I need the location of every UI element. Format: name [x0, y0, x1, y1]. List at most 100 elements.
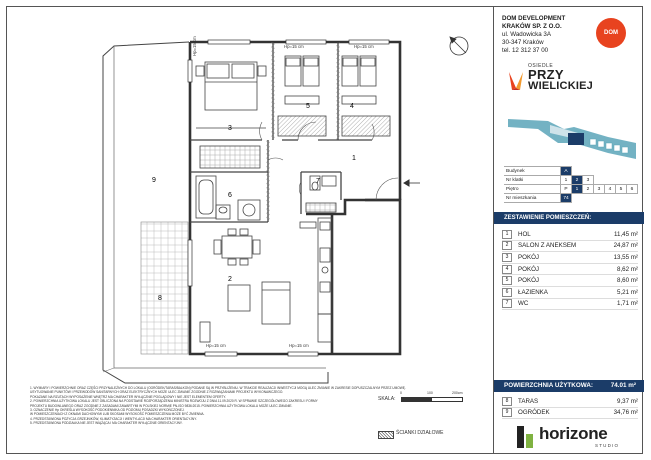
- svg-text:Hp=15 cm: Hp=15 cm: [192, 36, 197, 56]
- room-area: 34,76 m²: [613, 409, 638, 417]
- compass-icon: [449, 36, 469, 56]
- developer-street: ul. Wadowicka 3A: [502, 31, 551, 38]
- room-row: 6 ŁAZIENKA 5,21 m²: [502, 287, 638, 299]
- svg-text:8: 8: [158, 295, 162, 302]
- windows: [187, 39, 390, 357]
- room-num: 6: [502, 287, 512, 297]
- room-area: 11,45 m²: [614, 230, 638, 238]
- svg-text:Hp=15 cm: Hp=15 cm: [206, 343, 226, 348]
- selector-value: 74: [560, 193, 572, 203]
- room-name: SALON Z ANEKSEM: [518, 242, 577, 250]
- room-area: 9,37 m²: [617, 397, 638, 405]
- note-line: W POMIESZCZENIACH Z OKNAMI DACHOWYMI LUB…: [30, 412, 205, 417]
- note-line: 1. WYMIARY I POWIERZCHNIE ORAZ CZĘŚCI PR…: [30, 386, 406, 390]
- bathroom-fixtures: [195, 145, 337, 221]
- selector-label: Nr klatki: [504, 175, 561, 185]
- room-name: POKÓJ: [518, 265, 539, 273]
- garden-area: [102, 41, 329, 384]
- selector-value: A: [560, 166, 572, 176]
- project-line-2: PRZY: [528, 67, 564, 82]
- selector-value: 2: [582, 184, 594, 194]
- walls-legend-label: ŚCIANKI DZIAŁOWE: [396, 430, 444, 436]
- svg-text:6: 6: [228, 192, 232, 199]
- room-name: POKÓJ: [518, 277, 539, 285]
- scale-bar: [401, 397, 463, 402]
- room-row: 1 HOL 11,45 m²: [502, 229, 638, 241]
- svg-text:2: 2: [228, 276, 232, 283]
- room-num: 1: [502, 229, 512, 239]
- room-name: POKÓJ: [518, 253, 539, 261]
- site-plan-thumbnail: [508, 119, 636, 159]
- project-name: OSIEDLE PRZY WIELICKIEJ: [528, 63, 593, 92]
- svg-text:Hp=15 cm: Hp=15 cm: [289, 343, 309, 348]
- svg-text:Hp=15 cm: Hp=15 cm: [354, 44, 374, 49]
- entrance-arrow: [365, 177, 420, 202]
- room-area: 24,87 m²: [613, 242, 638, 250]
- note-line: 4. PRZEDSTAWIONA POZYCJA GRZEJNIKÓW, KLI…: [30, 416, 197, 421]
- room-num: 4: [502, 264, 512, 274]
- room-name: HOL: [518, 230, 531, 238]
- scale-tick-100: 100: [427, 391, 433, 395]
- svg-text:9: 9: [152, 177, 156, 184]
- room-labels: 3 5 4 1 6 7 2 8 9: [152, 103, 356, 302]
- extra-areas-list: 8 TARAS 9,37 m² 9 OGRÓDEK 34,76 m²: [502, 396, 638, 420]
- room-area: 1,71 m²: [617, 300, 638, 308]
- room-name: TARAS: [518, 397, 539, 405]
- room-area: 8,60 m²: [617, 277, 638, 285]
- rooms-header: ZESTAWIENIE POMIESZCZEŃ:: [494, 212, 644, 224]
- developer-phone: tel. 12 312 37 00: [502, 47, 549, 54]
- scale-tick-0: 0: [400, 391, 402, 395]
- developer-info: DOM DEVELOPMENT KRAKÓW SP. Z O.O. ul. Wa…: [502, 15, 565, 55]
- exterior-walls: [188, 40, 402, 356]
- horizone-logo: horizone STUDIO: [517, 424, 635, 452]
- document-frame: [6, 6, 643, 454]
- selector-value: P: [560, 184, 572, 194]
- usable-area-value: 74.01 m²: [610, 382, 636, 389]
- room-num: 3: [502, 252, 512, 262]
- room-num: 7: [502, 299, 512, 309]
- room-name: ŁAZIENKA: [518, 288, 548, 296]
- svg-text:1: 1: [352, 155, 356, 162]
- note-line: 3. OZNACZENIE Hp OKREŚLA WYSOKOŚĆ PODOKI…: [30, 408, 185, 413]
- room-num: 5: [502, 276, 512, 286]
- selector-value: 4: [604, 184, 616, 194]
- horizone-mark-icon: [517, 426, 533, 448]
- project-line-1: OSIEDLE: [528, 63, 554, 69]
- developer-company: KRAKÓW SP. Z O.O.: [502, 23, 562, 30]
- room-row: 9 OGRÓDEK 34,76 m²: [502, 408, 638, 420]
- developer-name: DOM DEVELOPMENT: [502, 15, 566, 22]
- room-num: 9: [502, 408, 512, 418]
- selector-label: Nr mieszkania: [504, 193, 561, 203]
- project-leaf-icon: [509, 72, 523, 90]
- room-row: 5 POKÓJ 8,60 m²: [502, 275, 638, 287]
- brand-sub: STUDIO: [595, 443, 620, 448]
- note-line: USYTUOWANIE PUNKTÓW I PRZEWODÓW SANITARN…: [30, 390, 284, 395]
- room-row: 4 POKÓJ 8,62 m²: [502, 264, 638, 276]
- usable-area-bar: POWIERZCHNIA UŻYTKOWA: 74.01 m²: [494, 380, 644, 392]
- svg-text:7: 7: [316, 178, 320, 185]
- partition-hatch: [266, 42, 340, 222]
- room-name: OGRÓDEK: [518, 409, 550, 417]
- legal-notes: 1. WYMIARY I POWIERZCHNIE ORAZ CZĘŚCI PR…: [30, 386, 450, 426]
- selector-value: 5: [615, 184, 627, 194]
- room-num: 8: [502, 396, 512, 406]
- developer-city: 30-347 Kraków: [502, 39, 544, 46]
- room-area: 8,62 m²: [617, 265, 638, 273]
- selector-value: 1: [560, 175, 572, 185]
- svg-text:5: 5: [306, 103, 310, 110]
- room-area: 13,55 m²: [613, 253, 638, 261]
- note-line: 5. PRZEDSTAWIONA PODZIAŁKA NIE JEST WIĄŻ…: [30, 421, 183, 426]
- beds-room-4-5: [277, 55, 391, 137]
- svg-text:3: 3: [228, 125, 232, 132]
- terrace-tiles: [140, 221, 189, 355]
- selector-value: 1: [571, 184, 583, 194]
- bed-room-3: [195, 61, 267, 129]
- room-area: 5,21 m²: [617, 288, 638, 296]
- selector-value: 3: [593, 184, 605, 194]
